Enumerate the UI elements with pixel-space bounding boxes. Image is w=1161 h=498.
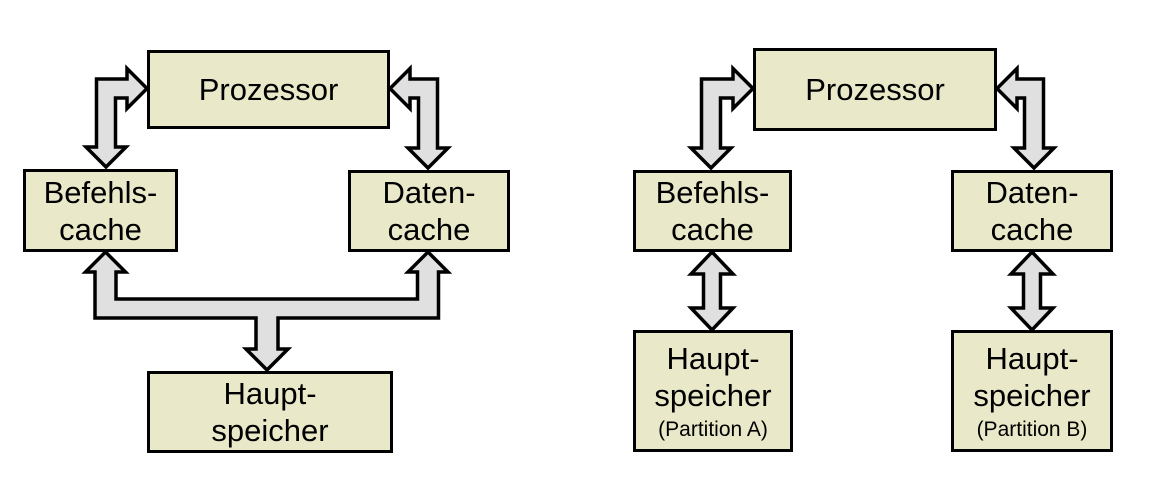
left-data-cache-label: Daten- cache <box>382 175 476 247</box>
left-instruction-cache-label: Befehls- cache <box>43 174 158 247</box>
left-processor-instruction-cache-double-arrow-icon <box>81 64 150 170</box>
left-processor-label: Prozessor <box>198 72 339 107</box>
right-main-memory-partition-a-box: Haupt- speicher (Partition A) <box>633 330 793 452</box>
left-processor-box: Prozessor <box>147 50 390 129</box>
right-main-memory-b-partition-label: (Partition B) <box>976 418 1088 441</box>
left-main-memory-branching-double-arrow-icon <box>81 249 453 373</box>
right-processor-label: Prozessor <box>805 72 945 107</box>
left-processor-data-cache-double-arrow-icon <box>387 64 453 171</box>
right-instruction-cache-label: Befehls- cache <box>655 175 770 247</box>
right-instruction-cache-box: Befehls- cache <box>633 170 792 252</box>
right-data-cache-memory-b-double-arrow-icon <box>1006 249 1058 333</box>
left-main-memory-box: Haupt- speicher <box>147 371 393 453</box>
left-main-memory-label: Haupt- speicher <box>211 376 329 448</box>
right-main-memory-partition-b-box: Haupt- speicher (Partition B) <box>951 330 1113 452</box>
right-data-cache-box: Daten- cache <box>951 170 1113 252</box>
left-instruction-cache-box: Befehls- cache <box>23 169 178 252</box>
right-main-memory-a-partition-label: (Partition A) <box>658 418 768 441</box>
right-main-memory-a-label: Haupt- speicher <box>654 341 772 413</box>
right-instruction-cache-memory-a-double-arrow-icon <box>686 249 738 333</box>
right-processor-data-cache-double-arrow-icon <box>994 64 1059 171</box>
left-data-cache-box: Daten- cache <box>348 170 510 252</box>
right-data-cache-label: Daten- cache <box>985 175 1079 247</box>
right-processor-instruction-cache-double-arrow-icon <box>686 64 756 171</box>
right-main-memory-b-label: Haupt- speicher <box>973 341 1091 413</box>
right-processor-box: Prozessor <box>753 48 997 131</box>
